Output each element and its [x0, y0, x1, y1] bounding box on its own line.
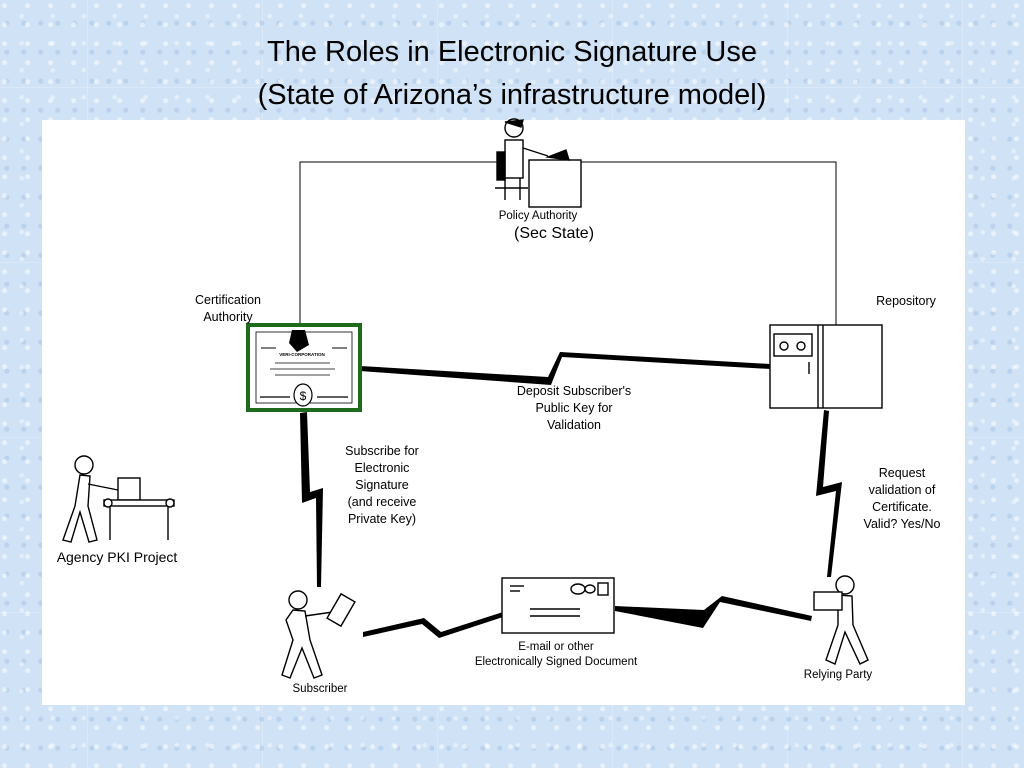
- request-line-4: Valid? Yes/No: [863, 517, 941, 531]
- slide-title-line-1: The Roles in Electronic Signature Use: [266, 36, 757, 68]
- request-line-2: validation of: [868, 483, 936, 497]
- lightning-repository-relying: [816, 410, 842, 577]
- subscribe-line-3: Signature: [355, 478, 409, 492]
- deposit-line-3: Validation: [547, 418, 601, 432]
- signed-document-line-2: Electronically Signed Document: [474, 656, 638, 668]
- slide-title-line-2: (State of Arizona’s infrastructure model…: [257, 79, 767, 111]
- lightning-document-relying: [615, 596, 812, 628]
- subscribe-line-5: Private Key): [347, 512, 417, 526]
- lightning-subscriber-document: [363, 612, 503, 638]
- certification-authority-line-1: Certification: [195, 293, 261, 307]
- repository-icon: [769, 324, 883, 409]
- signed-document-label: E-mail or other Electronically Signed Do…: [456, 640, 656, 670]
- deposit-label: Deposit Subscriber's Public Key for Vali…: [494, 383, 654, 434]
- policy-authority-label: Policy Authority: [498, 210, 578, 222]
- lightning-ca-subscriber: [300, 412, 323, 587]
- agency-pki-label: Agency PKI Project: [56, 549, 178, 565]
- repository-label: Repository: [876, 294, 936, 308]
- certificate-icon: VERI-CORPORATION $: [246, 323, 362, 412]
- certification-authority-label: Certification Authority: [172, 292, 284, 326]
- lightning-ca-repository: [360, 352, 770, 385]
- certificate-seal: $: [300, 389, 307, 403]
- request-label: Request validation of Certificate. Valid…: [842, 465, 962, 533]
- subscriber-figure: [281, 590, 356, 679]
- certificate-header: VERI-CORPORATION: [279, 352, 324, 357]
- sec-state-label: (Sec State): [513, 225, 595, 242]
- deposit-line-2: Public Key for: [535, 401, 613, 415]
- request-line-1: Request: [878, 466, 926, 480]
- relying-party-label: Relying Party: [803, 669, 873, 681]
- request-line-3: Certificate.: [872, 500, 932, 514]
- policy-connector-lines: [299, 161, 837, 325]
- envelope-icon: [501, 577, 615, 634]
- subscribe-line-1: Subscribe for: [345, 444, 419, 458]
- subscribe-label: Subscribe for Electronic Signature (and …: [322, 443, 442, 528]
- relying-party-figure: [813, 575, 869, 665]
- certification-authority-line-2: Authority: [203, 310, 253, 324]
- subscribe-line-2: Electronic: [354, 461, 410, 475]
- signed-document-line-1: E-mail or other: [518, 641, 594, 653]
- subscribe-line-4: (and receive: [347, 495, 417, 509]
- policy-authority-figure: [495, 118, 582, 208]
- deposit-line-1: Deposit Subscriber's: [516, 384, 632, 398]
- subscriber-label: Subscriber: [292, 683, 348, 695]
- agency-figure: [62, 455, 175, 543]
